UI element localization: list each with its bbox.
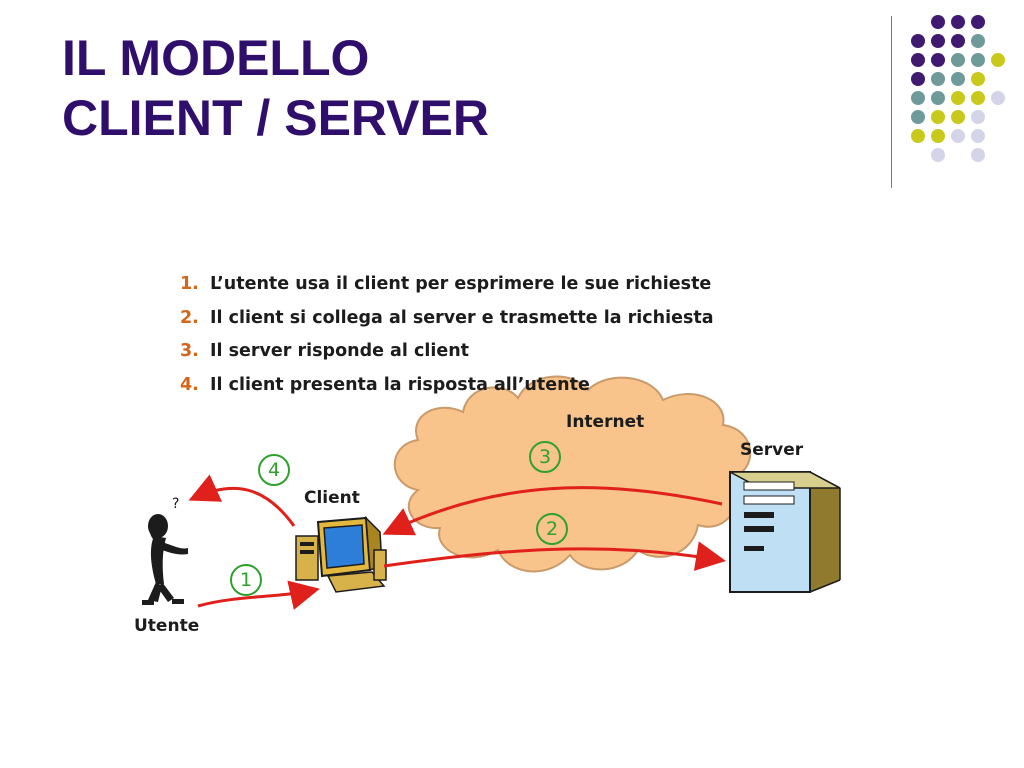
decorative-dot xyxy=(951,91,965,105)
decorative-dot xyxy=(951,53,965,67)
step-4-number: 4. xyxy=(180,374,199,395)
decorative-dot xyxy=(951,15,965,29)
user-label: Utente xyxy=(134,616,200,636)
step-1-number: 1. xyxy=(180,274,199,294)
step-marker-3: 3 xyxy=(529,441,561,473)
decorative-dot xyxy=(971,148,985,162)
arrow-step-3 xyxy=(382,486,723,536)
step-2: 2. Il client si collega al server e trasm… xyxy=(180,302,714,336)
step-3-text: Il server risponde al client xyxy=(210,341,470,361)
client-computer-icon xyxy=(295,516,387,593)
decorative-dot xyxy=(971,53,985,67)
title-divider-line xyxy=(891,16,892,188)
decorative-dot xyxy=(971,72,985,86)
decorative-dot xyxy=(911,110,925,124)
decorative-dot xyxy=(931,72,945,86)
decorative-dot xyxy=(931,34,945,48)
decorative-dot xyxy=(931,15,945,29)
decorative-dot xyxy=(911,34,925,48)
step-2-number: 2. xyxy=(180,307,199,328)
decorative-dot xyxy=(971,34,985,48)
user-stick-figure-icon xyxy=(142,514,188,605)
step-1-text: L’utente usa il client per esprimere le … xyxy=(210,274,712,294)
decorative-dot-grid xyxy=(911,15,1005,162)
decorative-dot xyxy=(951,34,965,48)
decorative-dot xyxy=(991,91,1005,105)
slide-title-line-2: CLIENT / SERVER xyxy=(62,90,489,146)
decorative-dot xyxy=(911,53,925,67)
decorative-dot xyxy=(951,129,965,143)
decorative-dot xyxy=(911,129,925,143)
slide-title: IL MODELLO CLIENT / SERVER xyxy=(62,28,489,148)
internet-cloud xyxy=(393,375,752,573)
step-3: 3. Il server risponde al client xyxy=(180,335,714,369)
decorative-dot xyxy=(951,72,965,86)
decorative-dot xyxy=(991,53,1005,67)
slide-title-line-1: IL MODELLO xyxy=(62,30,370,86)
client-label: Client xyxy=(304,488,360,508)
internet-label: Internet xyxy=(566,412,645,432)
decorative-dot xyxy=(971,129,985,143)
decorative-dot xyxy=(971,15,985,29)
decorative-dot xyxy=(931,91,945,105)
server-label: Server xyxy=(740,440,804,460)
client-server-diagram: 1. L’utente usa il client per esprimere l… xyxy=(118,250,868,636)
diagram-graphics xyxy=(142,375,841,610)
decorative-dot xyxy=(931,110,945,124)
step-marker-1: 1 xyxy=(230,564,262,596)
decorative-dot xyxy=(971,110,985,124)
decorative-dot xyxy=(911,72,925,86)
steps-list: 1. L’utente usa il client per esprimere l… xyxy=(180,268,714,402)
question-mark: ? xyxy=(172,496,180,512)
step-1: 1. L’utente usa il client per esprimere l… xyxy=(180,268,714,302)
step-marker-4: 4 xyxy=(258,454,290,486)
step-4-text: Il client presenta la risposta all’utent… xyxy=(210,374,590,395)
step-4: 4. Il client presenta la risposta all’ute… xyxy=(180,369,714,403)
decorative-dot xyxy=(931,53,945,67)
decorative-dot xyxy=(931,148,945,162)
server-computer-icon xyxy=(729,471,841,593)
step-2-text: Il client si collega al server e trasmet… xyxy=(210,307,714,328)
decorative-dot xyxy=(931,129,945,143)
arrow-step-2 xyxy=(383,541,726,571)
decorative-dot xyxy=(911,91,925,105)
decorative-dot xyxy=(971,91,985,105)
step-3-number: 3. xyxy=(180,341,199,361)
arrow-step-4 xyxy=(188,474,296,527)
step-marker-2: 2 xyxy=(536,513,568,545)
decorative-dot xyxy=(951,110,965,124)
arrow-step-1 xyxy=(197,580,320,610)
